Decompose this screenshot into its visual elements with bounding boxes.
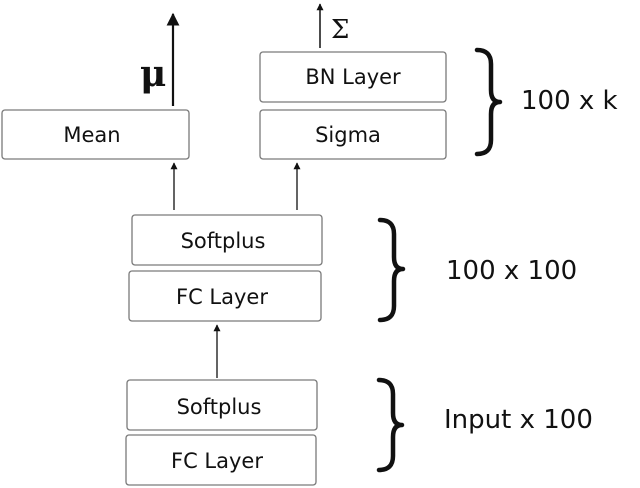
softplus-bottom-box: Softplus — [126, 379, 318, 431]
fc-mid-box: FC Layer — [128, 270, 322, 322]
dim-bottom-label: Input x 100 — [444, 405, 593, 435]
mu-symbol: μ — [140, 53, 166, 95]
brace-bottom — [376, 377, 405, 473]
mean-label: Mean — [63, 123, 120, 147]
brace-top — [474, 47, 503, 157]
fc-bottom-label: FC Layer — [171, 449, 263, 473]
dim-top-label: 100 x k — [521, 86, 618, 116]
bn-layer-box: BN Layer — [259, 51, 447, 103]
softplus-bottom-label: Softplus — [177, 395, 262, 419]
sigma-cap-symbol: Σ — [331, 15, 349, 45]
sigma-box: Sigma — [259, 109, 447, 160]
fc-bottom-box: FC Layer — [125, 434, 317, 486]
mean-box: Mean — [1, 109, 190, 160]
softplus-mid-label: Softplus — [181, 229, 266, 253]
fc-mid-label: FC Layer — [176, 285, 268, 309]
dim-middle-label: 100 x 100 — [446, 256, 577, 286]
softplus-mid-box: Softplus — [131, 214, 323, 266]
sigma-label: Sigma — [315, 123, 381, 147]
bn-layer-label: BN Layer — [305, 65, 401, 89]
brace-middle — [377, 217, 406, 323]
